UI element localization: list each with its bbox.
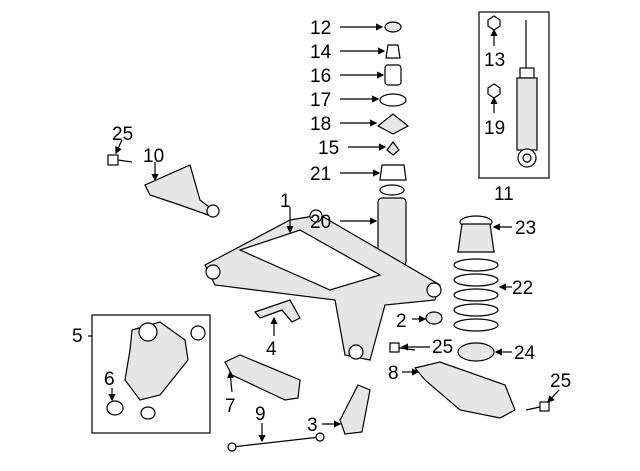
callout-25-upper: 25 xyxy=(112,124,133,145)
callout-21: 21 xyxy=(310,164,331,185)
callout-4: 4 xyxy=(266,339,277,360)
callout-11: 11 xyxy=(494,184,514,205)
callout-23: 23 xyxy=(515,218,536,239)
callout-24: 24 xyxy=(514,343,536,364)
spring-lower-seat xyxy=(457,342,495,362)
callout-12: 12 xyxy=(310,18,331,39)
callout-2: 2 xyxy=(396,311,407,332)
nut-19 xyxy=(487,83,501,99)
shock-absorber-box xyxy=(478,11,550,179)
lower-arm-7 xyxy=(224,354,301,401)
callout-16: 16 xyxy=(310,66,331,87)
callout-14: 14 xyxy=(310,42,332,63)
callout-22: 22 xyxy=(512,278,533,299)
callout-18: 18 xyxy=(310,114,331,135)
upper-control-arm xyxy=(144,164,220,218)
callout-8: 8 xyxy=(388,363,399,384)
mount-parts-column xyxy=(376,21,410,267)
callout-5: 5 xyxy=(72,326,83,347)
callout-25-lower: 25 xyxy=(550,371,571,392)
toe-link-4 xyxy=(253,299,301,323)
callout-1: 1 xyxy=(280,191,291,212)
lower-arm-8 xyxy=(413,361,516,419)
shock-absorber xyxy=(516,20,538,168)
bracket-3 xyxy=(339,384,371,435)
nut-13 xyxy=(487,15,501,31)
callout-13: 13 xyxy=(484,50,505,71)
knuckle-box xyxy=(91,314,211,434)
bushing-2 xyxy=(425,311,443,325)
callout-15: 15 xyxy=(318,138,339,159)
callout-25-middle: 25 xyxy=(432,337,453,358)
callout-6: 6 xyxy=(104,369,115,390)
callout-7: 7 xyxy=(225,396,236,417)
spring-upper-seat xyxy=(457,215,495,253)
callout-10: 10 xyxy=(143,146,164,167)
callout-17: 17 xyxy=(310,90,331,111)
callout-9: 9 xyxy=(255,404,266,425)
callout-20: 20 xyxy=(310,212,331,233)
bolt-25-lower xyxy=(525,401,550,412)
bolt-25-upper xyxy=(107,154,133,166)
knuckle xyxy=(106,321,206,420)
lateral-link-9 xyxy=(227,432,325,452)
callout-arrows xyxy=(88,23,560,443)
crossmember xyxy=(204,209,442,361)
callout-3: 3 xyxy=(307,415,318,436)
coil-spring xyxy=(453,258,499,332)
callout-19: 19 xyxy=(484,118,505,139)
